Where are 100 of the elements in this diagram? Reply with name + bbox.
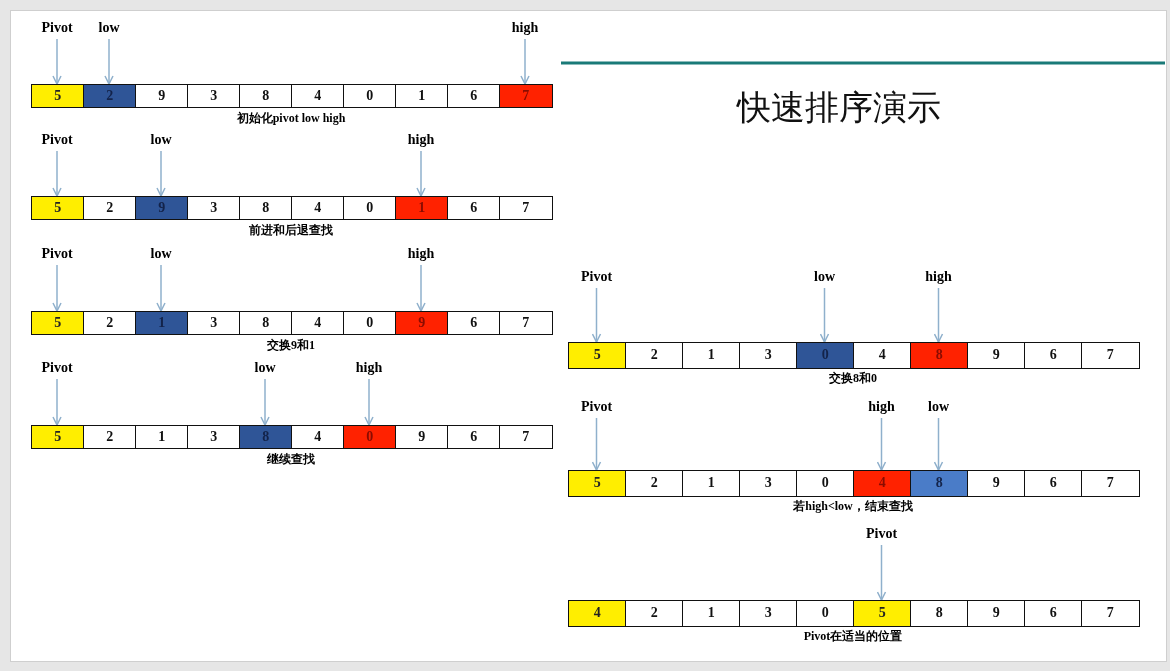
arrow [520,38,530,85]
array-cell: 7 [499,84,553,108]
pointer-label: high [925,268,952,286]
array-cell: 8 [910,342,969,369]
caption: 初始化pivot low high [236,111,346,126]
pointer-label: Pivot [41,359,73,377]
array-cell: 8 [239,84,293,108]
array-cell: 1 [682,600,741,627]
pointer-label: low [928,398,949,416]
array-cell: 3 [187,196,241,220]
array-cell: 0 [343,84,397,108]
array-cell: 7 [499,311,553,335]
arrow [819,287,830,343]
array-cell: 3 [187,311,241,335]
array-cell: 3 [739,470,798,497]
array-cell: 2 [625,470,684,497]
array-cell: 6 [447,84,501,108]
array-cell: 1 [682,470,741,497]
array-cell: 6 [1024,470,1083,497]
array-cell: 5 [31,84,85,108]
array-cell: 4 [291,425,345,449]
pointer-label: Pivot [41,19,73,37]
array-cell: 9 [135,196,189,220]
arrow [933,417,944,471]
pointer-label: low [814,268,835,286]
pointer-label: high [511,19,539,37]
array-cell: 1 [395,84,449,108]
array-cell: 2 [83,425,137,449]
array-cell: 6 [447,196,501,220]
pointer-label: high [407,245,435,263]
array-cell: 9 [395,311,449,335]
caption: 前进和后退查找 [249,223,333,238]
array-cell: 7 [499,196,553,220]
arrow [591,287,602,343]
pointer-label: Pivot [580,268,613,286]
array-cell: 2 [83,84,137,108]
array-cell: 1 [135,311,189,335]
pointer-label: Pivot [41,131,73,149]
arrow [260,378,270,426]
array-cell: 7 [1081,342,1140,369]
array-cell: 5 [31,425,85,449]
pointer-label: low [98,19,120,37]
arrow [52,150,62,197]
pointer-label: low [254,359,276,377]
array-cell: 3 [187,425,241,449]
arrow [156,150,166,197]
array-cell: 9 [967,600,1026,627]
array-cell: 5 [568,470,627,497]
array-cell: 3 [739,342,798,369]
array-cell: 0 [343,425,397,449]
array-cell: 6 [1024,342,1083,369]
array-cell: 3 [739,600,798,627]
array-cell: 5 [31,311,85,335]
caption: 继续查找 [267,452,315,467]
arrow [876,417,887,471]
array-cell: 5 [568,342,627,369]
arrow [416,150,426,197]
array-cell: 0 [343,311,397,335]
array-cell: 5 [31,196,85,220]
array-cell: 9 [135,84,189,108]
array-cell: 7 [1081,470,1140,497]
array-cell: 0 [796,470,855,497]
pointer-label: high [868,398,895,416]
array-cell: 3 [187,84,241,108]
arrow [52,378,62,426]
caption: 交换9和1 [267,338,315,353]
array-cell: 4 [291,196,345,220]
array-cell: 2 [83,196,137,220]
pointer-label: Pivot [865,525,898,543]
array-cell: 4 [568,600,627,627]
array-cell: 1 [395,196,449,220]
array-cell: 9 [967,342,1026,369]
array-cell: 2 [625,600,684,627]
arrow [416,264,426,312]
array-cell: 6 [1024,600,1083,627]
array-cell: 7 [1081,600,1140,627]
array-cell: 8 [239,196,293,220]
caption: 交换8和0 [829,371,877,386]
arrow [52,264,62,312]
array-cell: 8 [910,470,969,497]
array-cell: 4 [853,470,912,497]
arrow [364,378,374,426]
array-cell: 6 [447,425,501,449]
array-cell: 5 [853,600,912,627]
array-cell: 4 [291,311,345,335]
pointer-label: high [407,131,435,149]
array-cell: 6 [447,311,501,335]
caption: Pivot在适当的位置 [803,629,903,644]
array-cell: 2 [625,342,684,369]
array-cell: 1 [135,425,189,449]
pointer-label: Pivot [41,245,73,263]
array-cell: 4 [853,342,912,369]
array-cell: 8 [239,425,293,449]
array-cell: 0 [343,196,397,220]
arrow [591,417,602,471]
pointer-label: high [355,359,383,377]
array-cell: 2 [83,311,137,335]
arrow [52,38,62,85]
pointer-label: low [150,245,172,263]
array-cell: 9 [395,425,449,449]
